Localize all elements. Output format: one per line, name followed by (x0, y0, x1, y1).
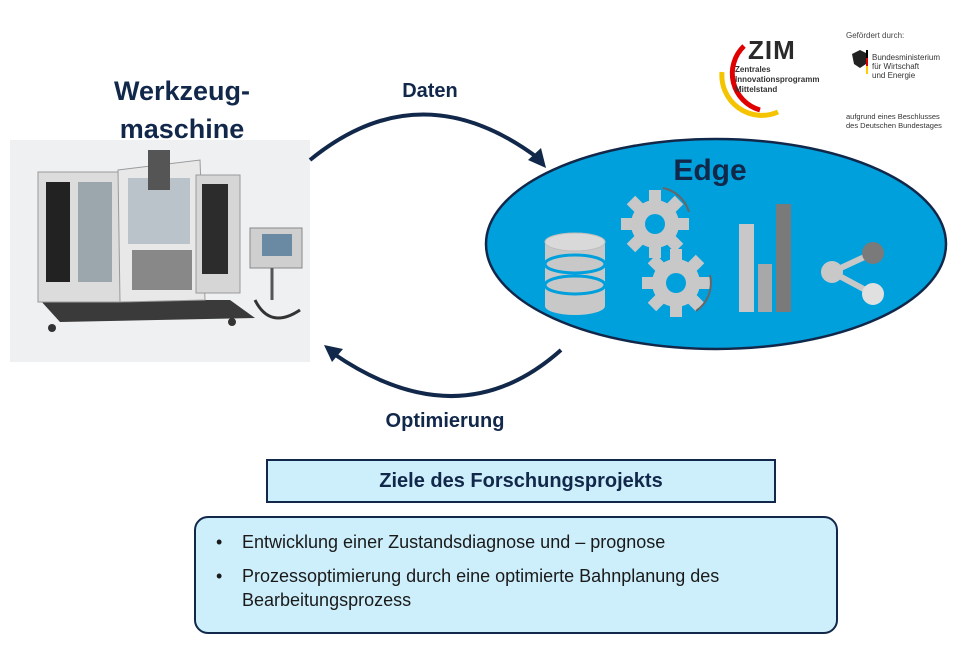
bmwi-footer-line: des Deutschen Bundestages (846, 121, 942, 130)
bar-chart-icon (739, 204, 791, 312)
goal-text: Prozessoptimierung durch eine optimierte… (242, 566, 720, 610)
machine-title-line2: maschine (119, 114, 245, 144)
share-icon (821, 242, 884, 305)
zim-subtitle-line: Innovationsprogramm (735, 75, 820, 84)
zim-subtitle-line: Zentrales (735, 65, 771, 74)
data-flow-arrow (308, 112, 546, 168)
eagle-icon (852, 50, 868, 74)
bmwi-heading: Gefördert durch: (846, 31, 905, 40)
zim-logo-arc (719, 44, 780, 118)
machine-title-line1: Werkzeug- (113, 76, 251, 106)
bmwi-ministry-line: Bundesministerium (872, 53, 941, 62)
goals-title: Ziele des Forschungsprojekts (379, 469, 663, 492)
bullet-icon: • (216, 566, 223, 586)
bmwi-footer-line: aufgrund eines Beschlusses (846, 112, 940, 121)
optimization-label: Optimierung (385, 410, 505, 432)
bmwi-ministry-name: Bundesministerium für Wirtschaft und Ene… (872, 53, 940, 80)
list-item: • Entwicklung einer Zustandsdiagnose und… (214, 530, 818, 554)
data-label: Daten (402, 80, 458, 102)
machine-image (10, 140, 310, 362)
goals-title-box: Ziele des Forschungsprojekts (266, 459, 776, 503)
bmwi-footer: aufgrund eines Beschlusses des Deutschen… (846, 112, 942, 130)
zim-subtitle-line: Mittelstand (735, 85, 778, 94)
goal-text: Entwicklung einer Zustandsdiagnose und –… (242, 532, 666, 552)
list-item: • Prozessoptimierung durch eine optimier… (214, 564, 818, 612)
zim-logo-subtitle: Zentrales Innovationsprogramm Mittelstan… (735, 65, 819, 95)
bullet-icon: • (216, 532, 223, 552)
database-icon (543, 232, 607, 315)
bmwi-ministry-line: für Wirtschaft (872, 62, 920, 71)
goals-list-box: • Entwicklung einer Zustandsdiagnose und… (194, 516, 838, 634)
machine-title: Werkzeug- maschine (92, 72, 272, 148)
edge-title: Edge (673, 154, 747, 187)
bmwi-ministry-line: und Energie (872, 71, 916, 80)
optimization-flow-arrow (324, 345, 563, 398)
zim-logo-letters: ZIM (748, 35, 796, 65)
gear-icon (621, 187, 690, 258)
gear-icon (642, 249, 712, 317)
